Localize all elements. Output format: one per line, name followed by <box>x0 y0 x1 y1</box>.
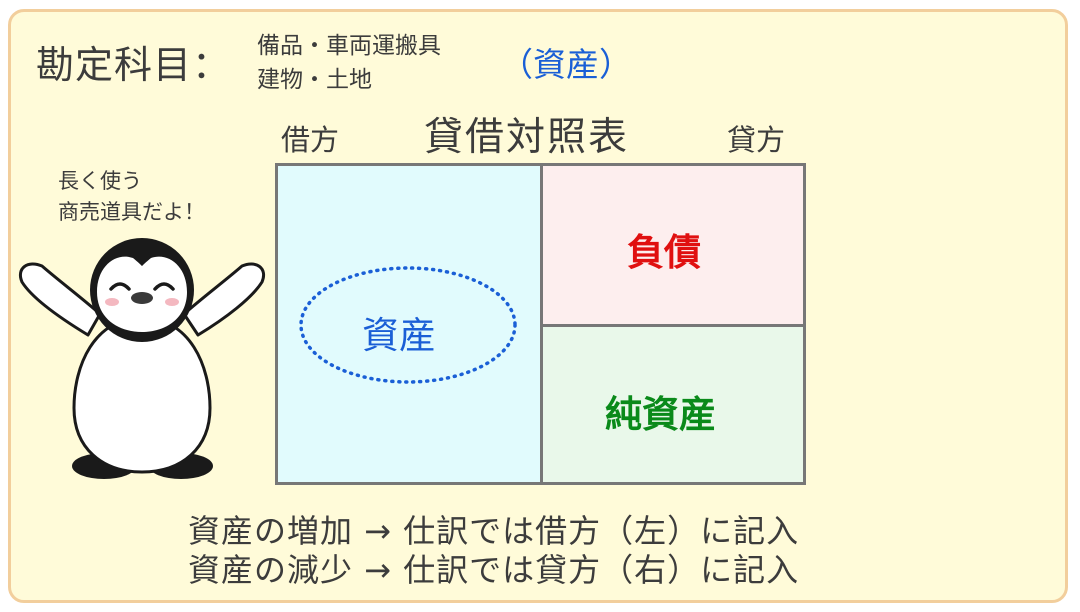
speech-line-2: 商売道具だよ！ <box>58 200 205 224</box>
rule-asset-decrease: 資産の減少 → 仕訳では貸方（右）に記入 <box>188 551 800 589</box>
account-names-line-1: 備品・車両運搬具 <box>257 33 441 59</box>
balance-sheet-title: 貸借対照表 <box>424 115 630 160</box>
net-assets-label: 純資産 <box>605 393 716 436</box>
debit-label: 借方 <box>281 123 340 157</box>
net-assets-box <box>540 324 806 485</box>
assets-label: 資産 <box>362 314 436 357</box>
penguin-speech: 長く使う 商売道具だよ！ <box>58 166 205 228</box>
account-title-label: 勘定科目： <box>36 43 232 87</box>
speech-line-1: 長く使う <box>58 169 142 193</box>
credit-label: 貸方 <box>727 123 786 157</box>
rule-asset-increase: 資産の増加 → 仕訳では借方（左）に記入 <box>188 512 800 550</box>
account-names-line-2: 建物・土地 <box>257 67 372 93</box>
account-category: （資産） <box>500 45 632 84</box>
liabilities-label: 負債 <box>627 231 701 274</box>
